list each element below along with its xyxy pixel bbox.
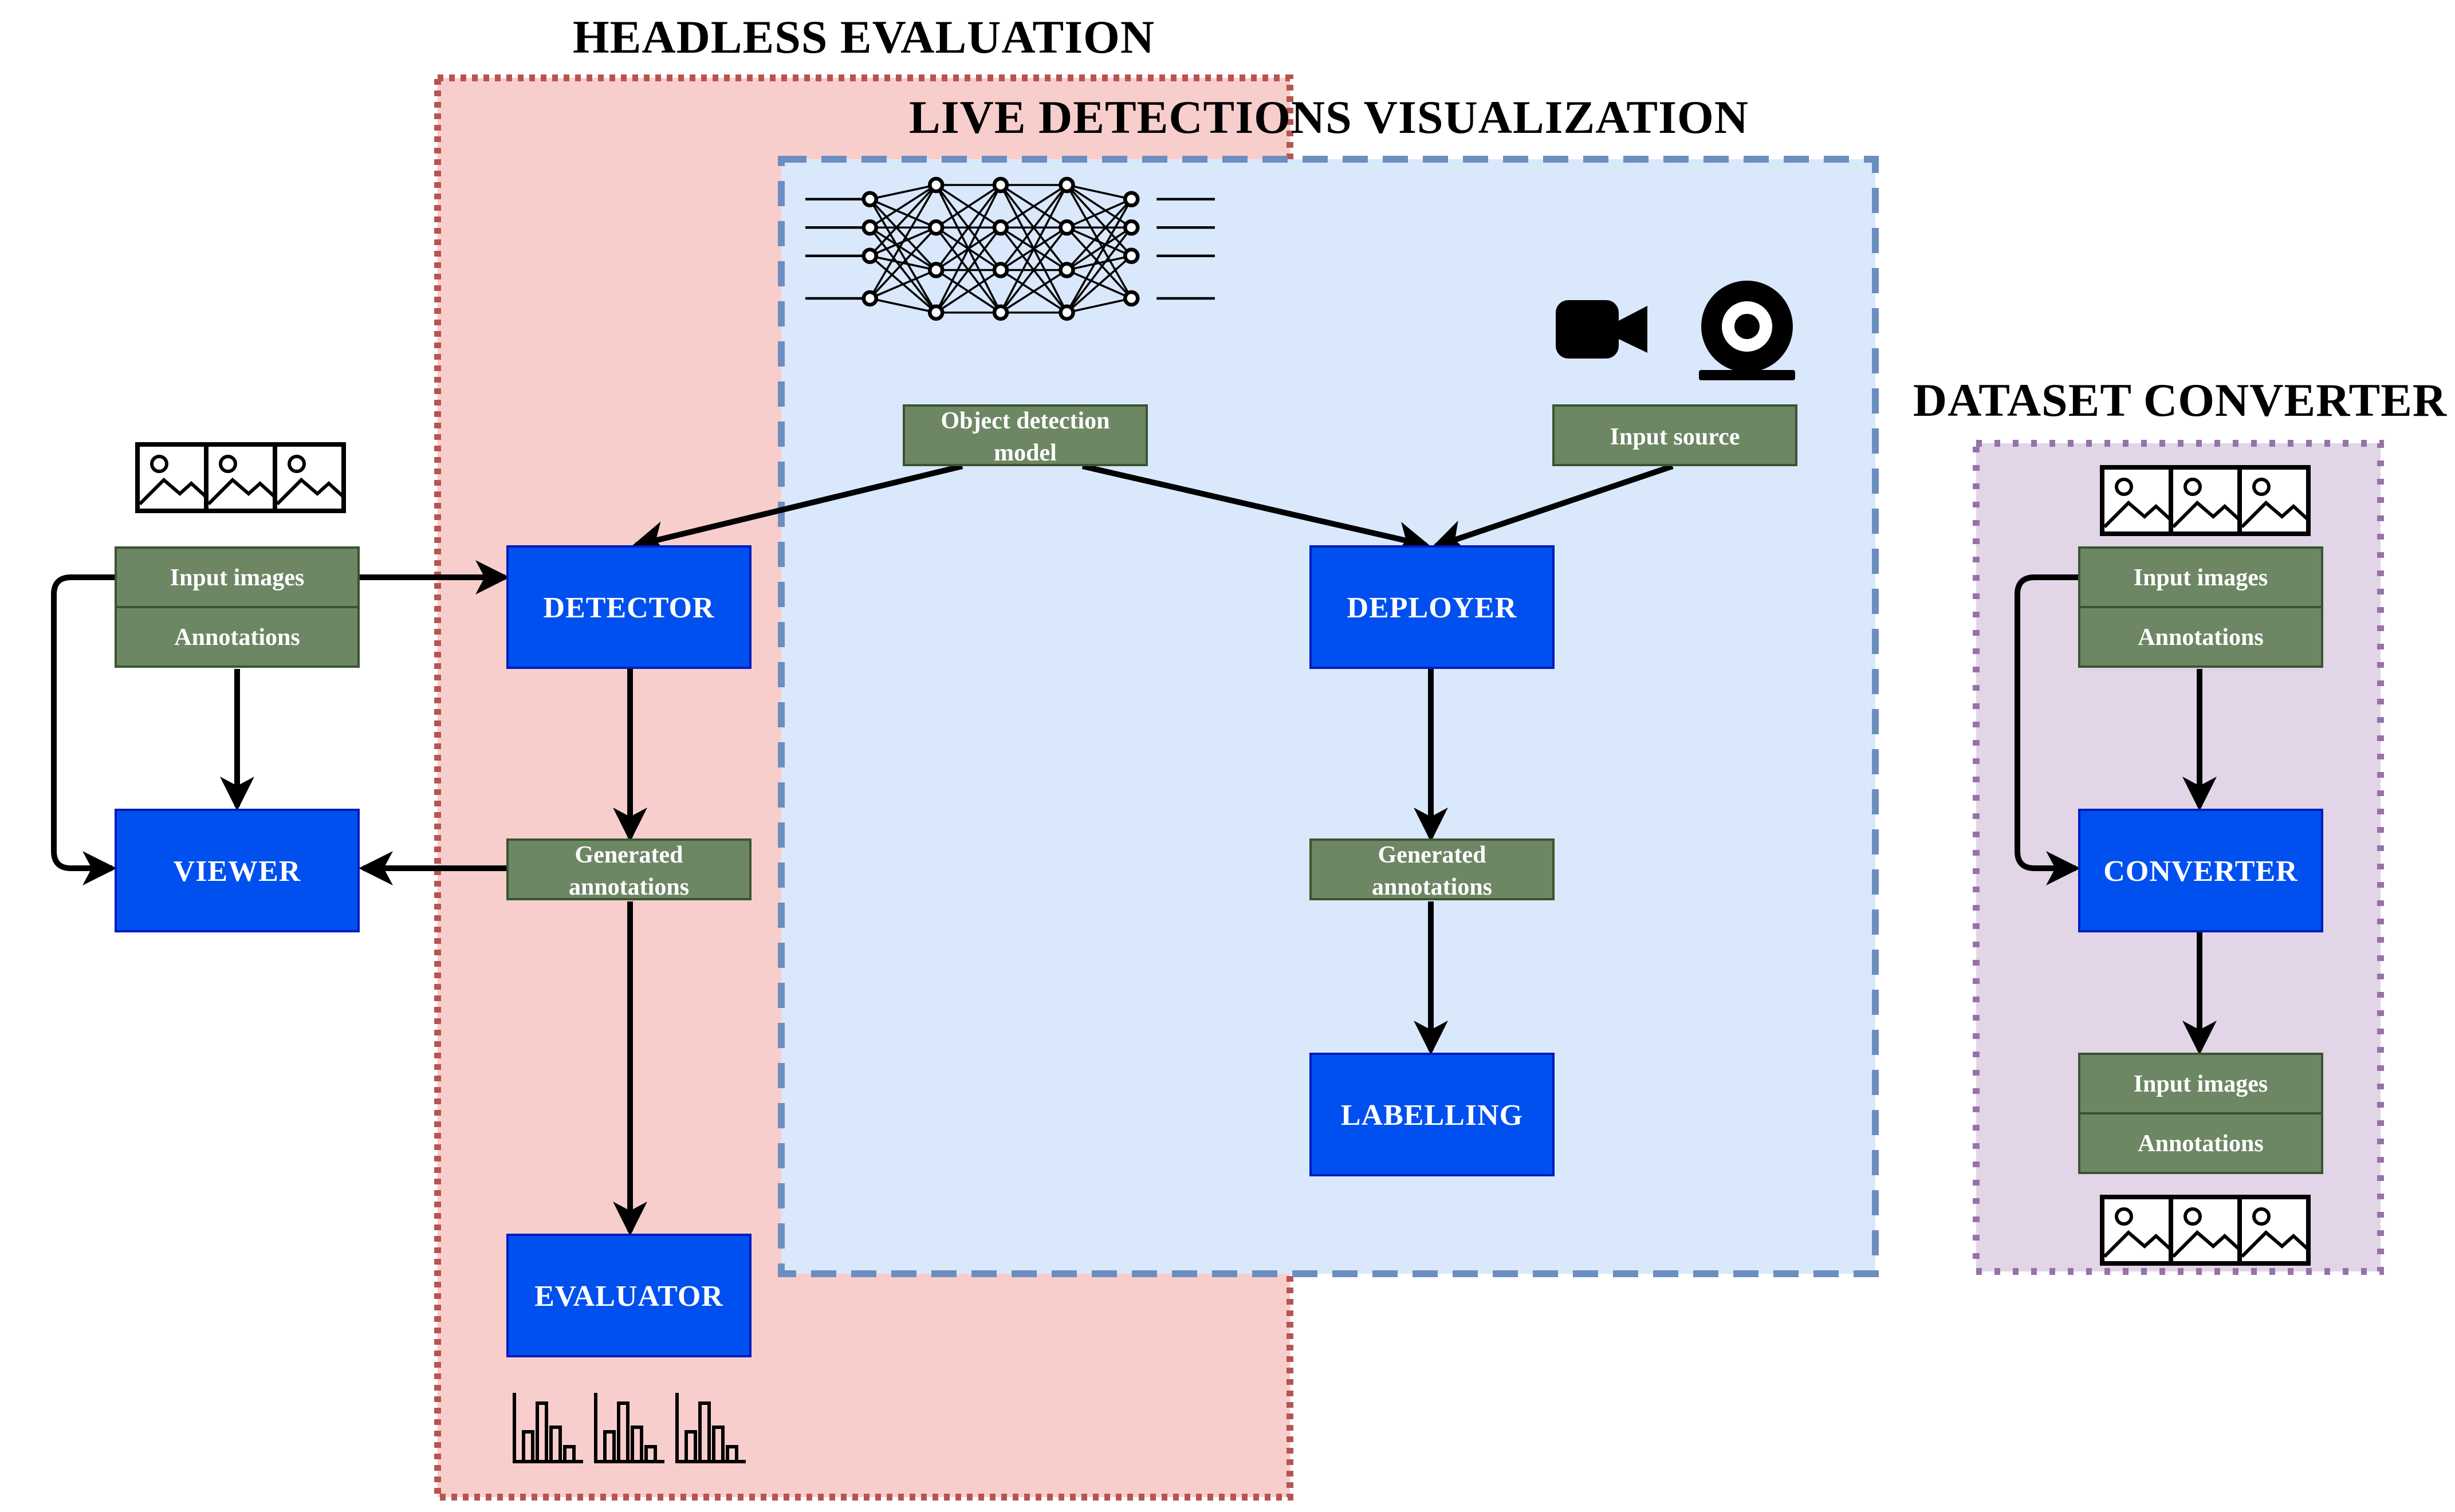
labelling-block[interactable]: LABELLING	[1309, 1053, 1555, 1176]
input-source-label: Input source	[1610, 424, 1740, 450]
headless-generated-annotations: Generated annotations	[506, 838, 752, 900]
input-images-label: Input images	[2134, 1071, 2268, 1097]
deployer-block[interactable]: DEPLOYER	[1309, 545, 1555, 669]
connectors	[51, 463, 2217, 1237]
annotations-label: Annotations	[2138, 624, 2263, 651]
annotations-label: annotations	[1372, 874, 1492, 900]
object-detection-model-box: Object detection model	[903, 404, 1148, 466]
input-images-label: Input images	[170, 565, 305, 591]
arrow-model-to-detector	[631, 463, 963, 555]
live-generated-annotations: Generated annotations	[1309, 838, 1555, 900]
generated-label: Generated	[575, 842, 683, 868]
annotations-label: annotations	[569, 874, 689, 900]
left-input-dataset: Input images Annotations	[115, 546, 360, 668]
model-label-line2: model	[994, 440, 1057, 466]
live-detections-title: LIVE DETECTIONS VISUALIZATION	[909, 91, 1749, 143]
images-icon	[2102, 1197, 2308, 1263]
annotations-label: Annotations	[174, 624, 300, 651]
arrow-source-to-deployer	[1431, 463, 1674, 553]
converter-input-dataset: Input images Annotations	[2078, 546, 2323, 668]
converter-block[interactable]: CONVERTER	[2078, 809, 2323, 932]
input-source-box: Input source	[1552, 404, 1797, 466]
labelling-label: LABELLING	[1341, 1099, 1523, 1132]
arrow-model-to-deployer	[1081, 463, 1431, 556]
neural-network-icon	[805, 176, 1215, 321]
images-icon	[2102, 467, 2308, 534]
video-camera-icon	[1556, 300, 1647, 359]
arrow-inputs-to-converter-loop	[2015, 574, 2081, 885]
converter-output-dataset: Input images Annotations	[2078, 1053, 2323, 1174]
webcam-icon	[1699, 281, 1795, 380]
evaluator-label: EVALUATOR	[534, 1280, 723, 1313]
converter-label: CONVERTER	[2103, 855, 2298, 888]
input-images-label: Input images	[2134, 565, 2268, 591]
detector-block[interactable]: DETECTOR	[506, 545, 752, 669]
viewer-label: VIEWER	[174, 855, 301, 888]
model-label-line1: Object detection	[941, 408, 1110, 434]
evaluator-block[interactable]: EVALUATOR	[506, 1234, 752, 1357]
deployer-label: DEPLOYER	[1347, 592, 1517, 624]
dataset-converter-title: DATASET CONVERTER	[1913, 374, 2447, 426]
annotations-label: Annotations	[2138, 1131, 2263, 1157]
images-icon	[137, 444, 344, 511]
arrow-inputs-to-viewer-loop	[51, 574, 117, 885]
generated-label: Generated	[1378, 842, 1486, 868]
headless-evaluation-title: HEADLESS EVALUATION	[573, 11, 1155, 63]
viewer-block[interactable]: VIEWER	[115, 809, 360, 932]
detector-label: DETECTOR	[544, 592, 715, 624]
